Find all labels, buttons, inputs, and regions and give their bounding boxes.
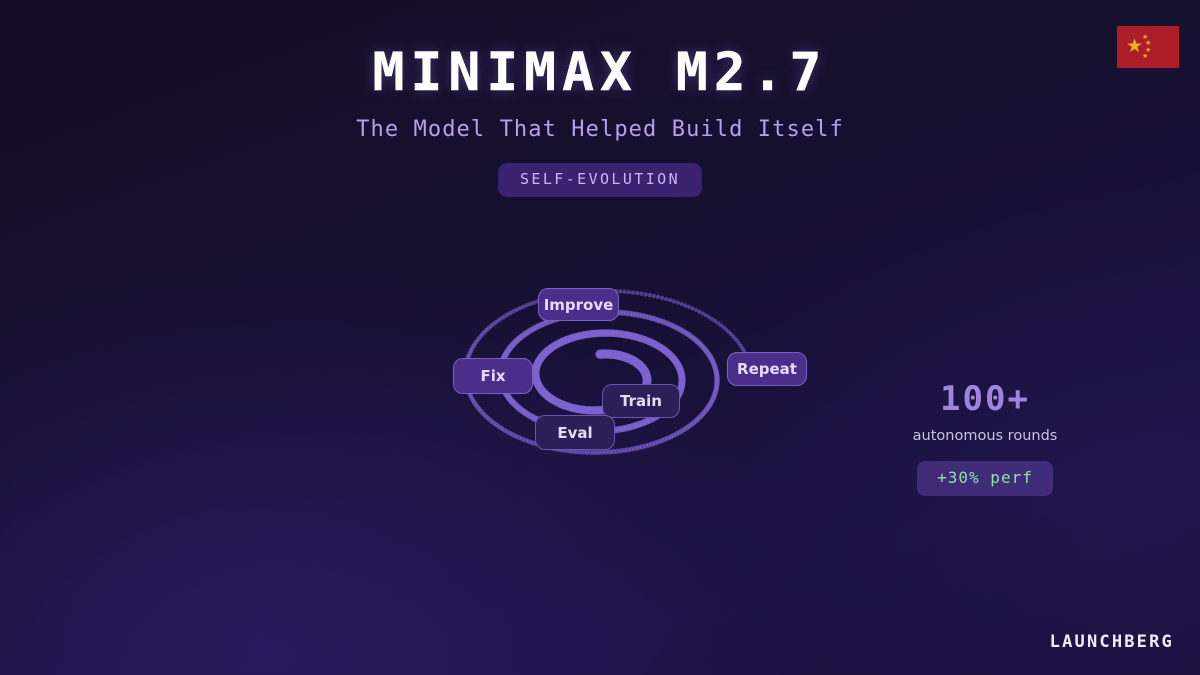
node-fix[interactable]: Fix [453,358,533,394]
node-train[interactable]: Train [602,384,680,418]
node-improve[interactable]: Improve [538,288,619,321]
node-improve-label: Improve [543,295,614,314]
flag-small-star-2: ★ [1145,39,1152,47]
brand-wordmark: LAUNCHBERG [1049,632,1174,652]
node-eval[interactable]: Eval [535,415,615,450]
perf-badge-container: +30% perf [860,444,1110,496]
china-flag-icon: ★ ★ ★ ★ ★ [1117,26,1179,68]
page-subtitle: The Model That Helped Build Itself [356,117,844,142]
badge-container: SELF-EVOLUTION [0,163,1200,197]
flag-large-star: ★ [1126,35,1144,57]
node-repeat[interactable]: Repeat [727,352,807,386]
header: MINIMAX M2.7 The Model That Helped Build… [0,0,1200,197]
node-train-label: Train [620,392,662,410]
self-evolution-spiral-diagram: Improve Fix Repeat Train Eval [420,255,807,505]
perf-badge: +30% perf [917,460,1053,496]
flag-small-star-4: ★ [1142,52,1149,60]
flag-small-star-1: ★ [1142,33,1149,41]
self-evolution-badge: SELF-EVOLUTION [497,163,703,197]
node-fix-label: Fix [480,367,506,385]
stat-label: autonomous rounds [912,428,1058,444]
stats-panel: 100+ autonomous rounds +30% perf [860,382,1110,496]
flag-small-star-3: ★ [1145,46,1152,54]
node-eval-label: Eval [557,423,593,442]
page-title: MINIMAX M2.7 [372,42,828,103]
stat-value: 100+ [940,379,1030,419]
node-repeat-label: Repeat [737,360,797,378]
